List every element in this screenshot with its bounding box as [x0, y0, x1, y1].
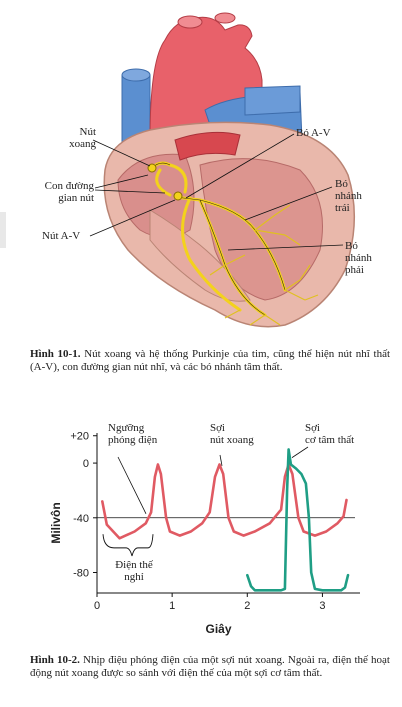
x-tick-label: 3 — [319, 600, 325, 612]
series-line-ventricular — [246, 448, 350, 592]
figure1-caption-text: Nút xoang và hệ thống Purkinje của tim, … — [30, 348, 391, 373]
x-tick-label: 0 — [94, 600, 100, 612]
label-av-node: Nút A-V — [42, 230, 81, 242]
annotation-resting-brace — [102, 534, 154, 557]
y-tick-label: -80 — [73, 567, 89, 579]
label-left-bundle-branch: Bó nhánh trái — [335, 178, 362, 214]
label-av-bundle: Bó A-V — [296, 127, 331, 139]
label-sa-node: Nút xoang — [69, 126, 96, 150]
figure1-caption-number: Hình 10-1. — [30, 348, 81, 360]
figure2-caption-number: Hình 10-2. — [30, 654, 80, 666]
y-tick-label: 0 — [83, 458, 89, 470]
figure1-caption: Hình 10-1. Nút xoang và hệ thống Purkinj… — [30, 348, 390, 374]
label-right-bundle-branch: Bó nhánh phải — [345, 240, 372, 276]
label-internodal-pathway: Con đường gian nút — [44, 180, 94, 204]
y-axis-label: Milivôn — [49, 502, 63, 543]
heart-illustration: Nút xoang Con đường gian nút Nút A-V Bó … — [0, 0, 402, 340]
figure2-caption-text: Nhịp điệu phóng điện của một sợi nút xoa… — [30, 654, 390, 679]
y-tick-label: -40 — [73, 513, 89, 525]
annotation-sa-fiber-leader — [219, 454, 223, 466]
annotation-ventricular-leader — [291, 446, 309, 458]
x-tick-label: 2 — [244, 600, 250, 612]
page-edge-tab — [0, 212, 6, 248]
heart-drawing — [89, 12, 355, 328]
annotation-threshold-leader — [117, 456, 147, 514]
series-line-sa-node — [101, 463, 348, 540]
x-tick-label: 1 — [169, 600, 175, 612]
x-axis-label: Giây — [205, 622, 231, 636]
figure2-caption: Hình 10-2. Nhịp điệu phóng điện của một … — [30, 654, 390, 680]
y-tick-label: +20 — [70, 431, 89, 443]
